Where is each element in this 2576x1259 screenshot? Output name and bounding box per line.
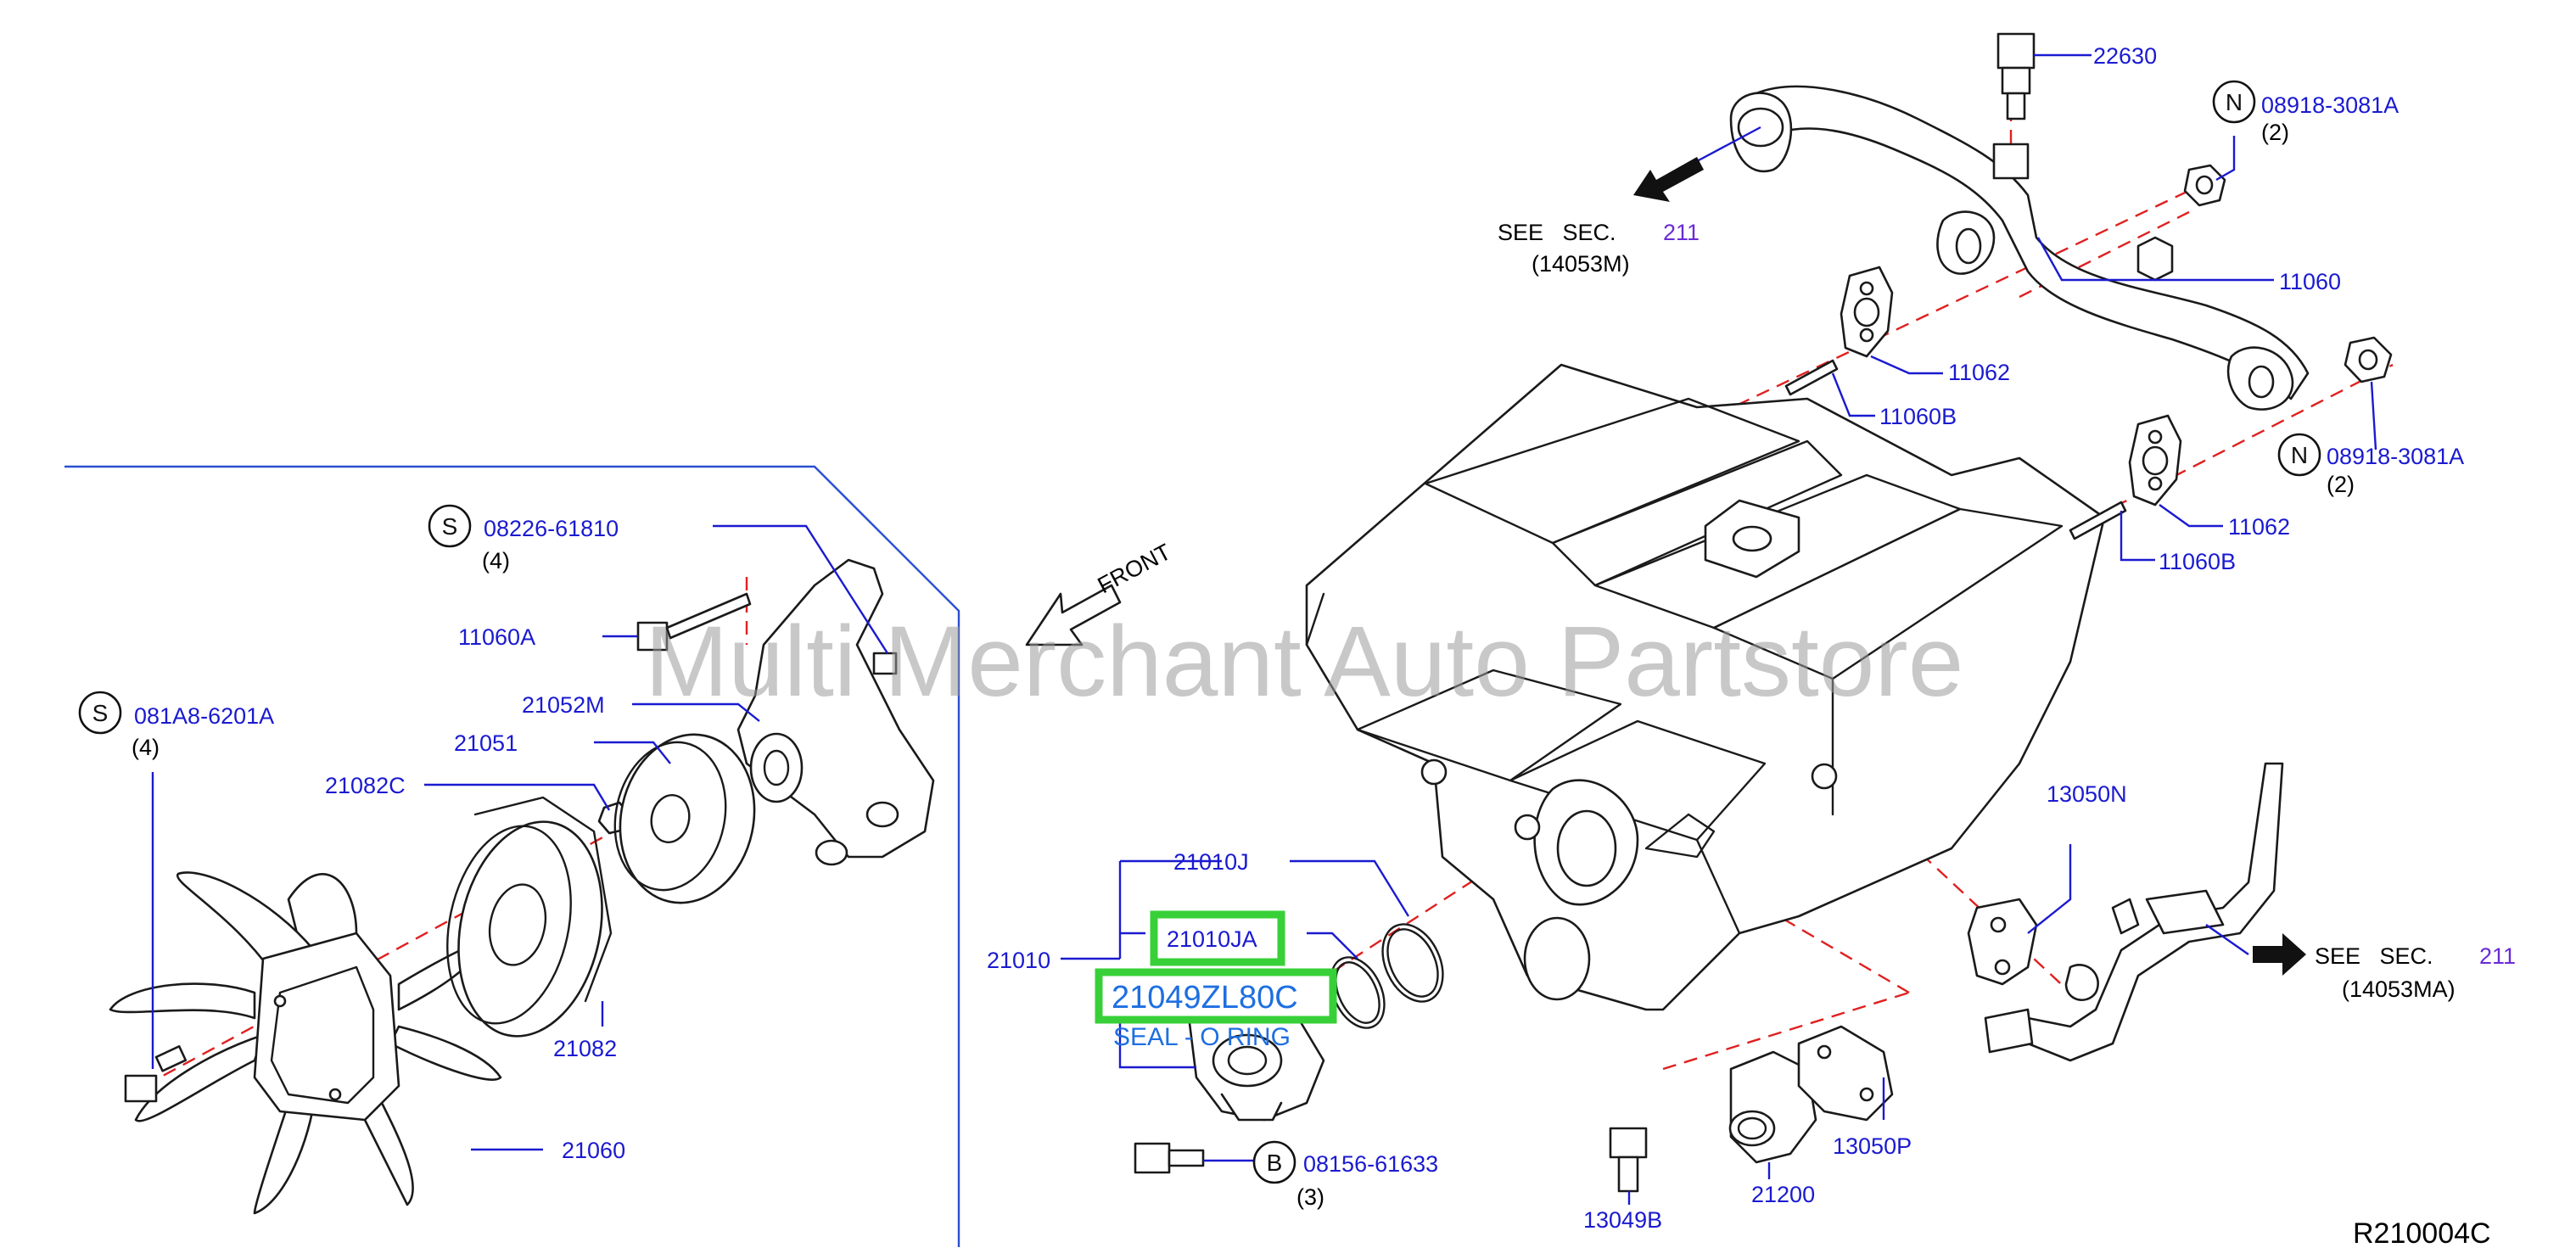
- qty-081a8-6201a: (4): [132, 735, 160, 760]
- label-11060a[interactable]: 11060A: [458, 624, 535, 650]
- label-21010[interactable]: 21010: [987, 948, 1050, 973]
- bolt-08226: [872, 652, 898, 675]
- stud-11060b-b: [2069, 501, 2127, 540]
- gasket-11062-a: [1840, 266, 1894, 358]
- see-sec-right-number[interactable]: 211: [2479, 943, 2516, 969]
- coolant-pipe-upper: [1729, 85, 2310, 411]
- label-22630[interactable]: 22630: [2093, 43, 2157, 69]
- see-sec-right-sub: (14053MA): [2342, 976, 2456, 1002]
- symbol-n-top-letter: N: [2226, 89, 2243, 115]
- label-21082[interactable]: 21082: [553, 1036, 617, 1061]
- see-sec-right-arrow: [2253, 933, 2306, 976]
- stud-11060b-a: [1784, 359, 1839, 396]
- qty-08918-3081a-top: (2): [2261, 120, 2289, 145]
- symbol-n-mid: N: [2277, 433, 2321, 477]
- label-08226-61810[interactable]: 08226-61810: [484, 516, 619, 541]
- symbol-b-bolt: B: [1252, 1140, 1296, 1184]
- see-sec-right[interactable]: SEE SEC. 211 (14053MA): [2315, 943, 2516, 1002]
- symbol-b-bolt-letter: B: [1267, 1150, 1283, 1176]
- qty-08156-61633: (3): [1296, 1184, 1324, 1210]
- gasket-11062-b: [2128, 414, 2182, 506]
- qty-08226-61810: (4): [482, 548, 510, 574]
- qty-08918-3081a-mid: (2): [2327, 472, 2355, 497]
- label-13050n[interactable]: 13050N: [2047, 781, 2127, 807]
- see-sec-top-sub: (14053M): [1532, 251, 1630, 277]
- highlight-box-21049zl80c: [1095, 968, 1337, 1024]
- label-08918-3081a-mid[interactable]: 08918-3081A: [2327, 444, 2464, 469]
- label-08156-61633[interactable]: 08156-61633: [1303, 1151, 1438, 1177]
- nut-mid: [2344, 336, 2393, 383]
- gasket-13050n: [1967, 898, 2038, 986]
- temperature-sensor: [1996, 32, 2092, 120]
- leader-lines: [151, 126, 2377, 1205]
- engine-block: [1305, 363, 2106, 1011]
- symbol-s-bolt-letter: S: [442, 513, 458, 540]
- front-arrow: [1025, 584, 1122, 646]
- highlight-box-21010ja: [1150, 910, 1285, 966]
- label-13049b[interactable]: 13049B: [1583, 1207, 1662, 1233]
- bolt-081a8: [124, 1045, 188, 1103]
- o-ring-large: [1381, 923, 1444, 1003]
- label-21049-description: SEAL - O RING: [1113, 1023, 1291, 1051]
- symbol-s-fan-letter: S: [92, 700, 109, 726]
- section-boundary-line: [64, 465, 960, 1247]
- thermostat-housing: [1728, 1050, 1817, 1164]
- label-11060b-a[interactable]: 11060B: [1879, 404, 1957, 429]
- see-sec-top-text: SEE SEC.: [1498, 220, 1616, 245]
- see-sec-top[interactable]: SEE SEC. 211 (14053M): [1498, 220, 1700, 277]
- bolt-13049b: [1609, 1127, 1648, 1193]
- label-21200[interactable]: 21200: [1751, 1182, 1815, 1207]
- label-11062-b[interactable]: 11062: [2228, 514, 2290, 540]
- label-11062-a[interactable]: 11062: [1948, 360, 2010, 385]
- label-081a8-6201a[interactable]: 081A8-6201A: [134, 703, 274, 729]
- see-sec-top-arrow: [1633, 157, 1704, 202]
- label-11060[interactable]: 11060: [2279, 269, 2341, 294]
- watermark: Multi Merchant Auto Partstore: [645, 606, 1963, 718]
- nut-top: [2183, 164, 2226, 207]
- see-sec-right-text: SEE SEC.: [2315, 943, 2433, 969]
- coolant-pipe-lower: [1984, 762, 2284, 1062]
- pulley: [613, 733, 756, 904]
- label-21060[interactable]: 21060: [562, 1138, 625, 1163]
- symbol-n-top: N: [2212, 80, 2256, 124]
- label-21010ja[interactable]: 21010JA: [1167, 926, 1257, 952]
- symbol-s-bolt: S: [428, 504, 472, 548]
- symbol-s-fan: S: [78, 691, 122, 735]
- label-21010j[interactable]: 21010J: [1173, 849, 1249, 875]
- label-21052m[interactable]: 21052M: [522, 692, 605, 718]
- cooling-fan: [109, 871, 502, 1215]
- pump-bracket: [736, 558, 935, 866]
- see-sec-top-number[interactable]: 211: [1663, 220, 1700, 245]
- label-21049zl80c[interactable]: 21049ZL80C: [1112, 980, 1298, 1016]
- label-13050p[interactable]: 13050P: [1833, 1133, 1912, 1159]
- label-08918-3081a-top[interactable]: 08918-3081A: [2261, 92, 2399, 118]
- diagram-reference-code: R210004C: [2353, 1217, 2491, 1250]
- label-21051[interactable]: 21051: [454, 730, 518, 756]
- label-21082c[interactable]: 21082C: [325, 773, 406, 798]
- gasket-13050p: [1797, 1025, 1894, 1122]
- fan-clutch: [446, 796, 613, 1038]
- label-11060b-b[interactable]: 11060B: [2159, 549, 2236, 574]
- symbol-n-mid-letter: N: [2291, 442, 2308, 468]
- bolt-08156: [1134, 1142, 1205, 1174]
- front-label: FRONT: [1094, 539, 1175, 598]
